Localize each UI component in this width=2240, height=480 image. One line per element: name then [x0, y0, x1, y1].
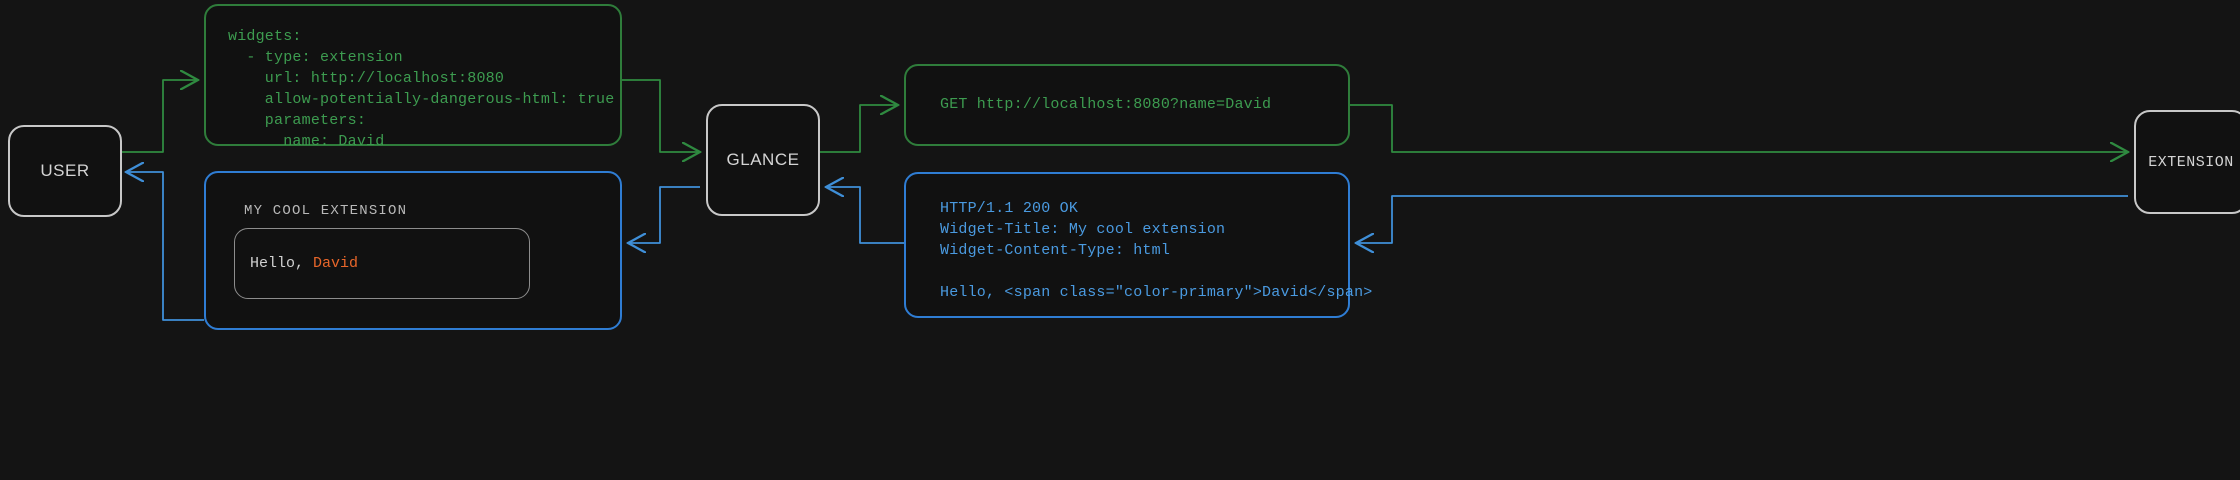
node-user-label: USER [40, 161, 90, 180]
edge-glance-to-request [820, 105, 898, 153]
widget-greeting-name: David [313, 255, 359, 272]
edge-glance-to-widget [628, 186, 700, 243]
edge-request-to-extension [1350, 104, 2128, 152]
edge-user-to-yaml [122, 80, 198, 153]
panel-yaml-config: widgets: - type: extension url: http://l… [204, 4, 622, 150]
rendered-widget-body: Hello, David [250, 255, 358, 272]
panel-http-response: HTTP/1.1 200 OK Widget-Title: My cool ex… [904, 172, 1372, 318]
edge-response-to-glance [826, 187, 904, 244]
edge-extension-to-response [1356, 195, 2128, 243]
node-glance[interactable]: GLANCE [706, 104, 820, 216]
node-user[interactable]: USER [8, 125, 122, 217]
edge-widget-to-user [126, 172, 204, 321]
panel-http-request: GET http://localhost:8080?name=David [904, 64, 1350, 146]
node-extension-label: EXTENSION [2148, 153, 2234, 171]
node-extension[interactable]: EXTENSION [2134, 110, 2240, 214]
yaml-config-code: widgets: - type: extension url: http://l… [228, 28, 615, 150]
rendered-widget-card: Hello, David [234, 228, 530, 299]
rendered-widget-title: MY COOL EXTENSION [244, 203, 408, 219]
widget-greeting-prefix: Hello, [250, 255, 314, 272]
panel-rendered-widget: MY COOL EXTENSION Hello, David [204, 171, 622, 330]
http-response-code: HTTP/1.1 200 OK Widget-Title: My cool ex… [940, 200, 1373, 301]
edge-yaml-to-glance [622, 79, 700, 152]
http-request-code: GET http://localhost:8080?name=David [940, 96, 1272, 113]
node-glance-label: GLANCE [726, 150, 800, 169]
